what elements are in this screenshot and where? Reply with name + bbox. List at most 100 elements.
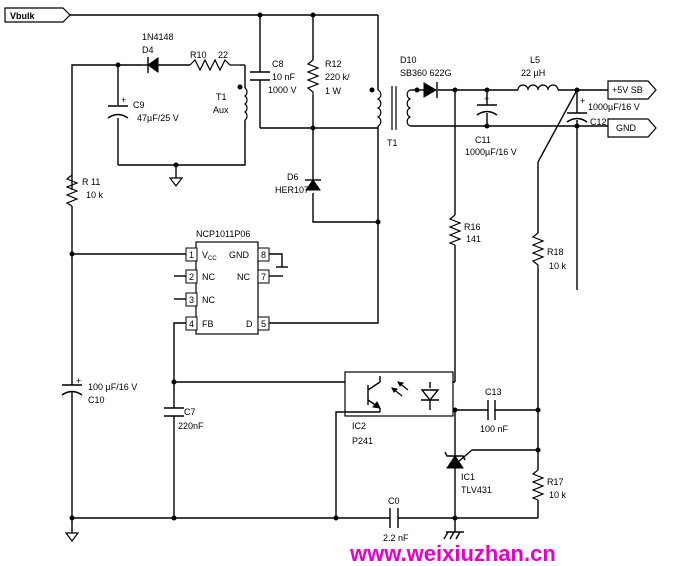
c12-plus: + (580, 96, 585, 106)
diode-d4: 1N4148 D4 (142, 32, 190, 73)
r18-value: 10 k (549, 261, 567, 271)
ground-symbol-primary (64, 532, 80, 542)
capacitor-c11: + C11 1000µF/16 V (465, 94, 517, 157)
r16-ref: R16 (464, 222, 481, 232)
c10-value: 100 µF/16 V (88, 382, 137, 392)
r17-value: 10 k (549, 490, 567, 500)
pin1-num: 1 (189, 250, 194, 260)
diode-d10: D10 SB360 622G (400, 55, 452, 98)
diode-d6: D6 HER107 (275, 172, 321, 195)
shunt-regulator-ic1: IC1 TLV431 (444, 440, 492, 495)
ground-symbol-secondary (443, 518, 464, 540)
c11-ref: C11 (475, 135, 491, 145)
c0-ref: C0 (388, 496, 400, 506)
c12-value: 1000µF/16 V (588, 102, 640, 112)
pin3-label: NC (202, 295, 215, 305)
pin7-label: NC (237, 272, 250, 282)
c8-ref: C8 (272, 59, 284, 69)
r11-ref: R 11 (82, 177, 100, 187)
c13-ref: C13 (485, 387, 502, 397)
port-gnd: GND (607, 118, 657, 138)
pin4-num: 4 (189, 319, 194, 329)
pin3-num: 3 (189, 295, 194, 305)
l5-ref: L5 (530, 55, 540, 65)
output-wiring (420, 87, 608, 290)
ic-ncp1011: NCP1011P06 1 VCC 2 NC 3 NC 4 FB 8 GND 7 … (185, 229, 270, 335)
resistor-r11: R 11 10 k (65, 174, 104, 385)
r17-ref: R17 (547, 477, 564, 487)
capacitor-c8: C8 10 nF 1000 V (250, 59, 297, 95)
pin8-num: 8 (261, 250, 266, 260)
resistor-r16: R16 141 (448, 214, 481, 246)
r18-ref: R18 (547, 247, 564, 257)
port-gnd-label: GND (616, 123, 637, 133)
pin4-label: FB (202, 319, 214, 329)
capacitor-c9: + C9 47µF/25 V (107, 95, 179, 123)
resistor-r18: R18 10 k (531, 232, 567, 271)
ic2-ref: IC2 (352, 421, 366, 431)
pin8-label: GND (229, 250, 250, 260)
d10-value: SB360 622G (400, 68, 452, 78)
c12-ref: C12 (590, 117, 607, 127)
r16-value: 141 (466, 234, 481, 244)
t1-aux-ref: T1 (216, 92, 227, 102)
ground-symbol-aux (168, 177, 184, 187)
pin7-num: 7 (261, 272, 266, 282)
c8-value2: 1000 V (268, 85, 297, 95)
clamp-wiring (259, 15, 378, 223)
ic1-ref: IC1 (461, 472, 475, 482)
c8-value1: 10 nF (272, 72, 296, 82)
pin5-label: D (246, 319, 253, 329)
capacitor-c13: C13 100 nF (480, 387, 509, 434)
c9-ref: C9 (133, 100, 145, 110)
c7-value: 220nF (178, 421, 204, 431)
c9-value: 47µF/25 V (137, 113, 179, 123)
ground-rail (69, 515, 538, 521)
ncp-title: NCP1011P06 (196, 229, 250, 239)
c0-value: 2.2 nF (383, 533, 409, 543)
r12-value1: 220 k/ (325, 72, 350, 82)
pin5-num: 5 (261, 319, 266, 329)
aux-wiring (71, 62, 246, 190)
capacitor-c0: C0 2.2 nF (383, 496, 409, 543)
inductor-l5: L5 22 µH (517, 55, 559, 91)
r11-value: 10 k (86, 190, 104, 200)
c11-plus: + (484, 94, 489, 104)
r10-ref: R10 (190, 50, 207, 60)
vbulk-port: Vbulk (4, 7, 71, 23)
t1-ref: T1 (387, 138, 398, 148)
vbulk-rail (70, 12, 378, 18)
transformer-t1: T1 (369, 15, 440, 148)
r12-ref: R12 (325, 59, 342, 69)
ic1-value: TLV431 (461, 485, 492, 495)
optocoupler-ic2: IC2 P241 (344, 371, 454, 446)
c10-ref: C10 (88, 395, 105, 405)
ic2-value: P241 (352, 436, 373, 446)
vbulk-label: Vbulk (10, 11, 35, 21)
c11-value: 1000µF/16 V (465, 147, 517, 157)
c13-value: 100 nF (480, 424, 509, 434)
resistor-r12: R12 220 k/ 1 W (306, 59, 350, 96)
resistor-r10: R10 22 (189, 50, 240, 72)
c10-plus: + (76, 376, 81, 386)
pin2-label: NC (202, 272, 215, 282)
ncp-wiring (69, 128, 381, 518)
c7-ref: C7 (184, 407, 196, 417)
d4-value: 1N4148 (142, 32, 174, 42)
l5-value: 22 µH (521, 68, 545, 78)
r12-value2: 1 W (325, 86, 342, 96)
pin2-num: 2 (189, 272, 194, 282)
port-5v-label: +5V SB (612, 85, 643, 95)
t1-aux-value: Aux (213, 105, 229, 115)
pin1-label: VCC (202, 250, 217, 262)
d6-value: HER107 (275, 185, 309, 195)
resistor-r17: R17 10 k (531, 469, 567, 501)
capacitor-c12: + 1000µF/16 V C12 (566, 96, 640, 127)
capacitor-c10: + 100 µF/16 V C10 (61, 376, 137, 533)
d10-ref: D10 (400, 55, 417, 65)
c9-plus: + (121, 95, 126, 105)
capacitor-c7: C7 220nF (164, 407, 204, 431)
d4-ref: D4 (142, 45, 154, 55)
d6-ref: D6 (287, 172, 299, 182)
